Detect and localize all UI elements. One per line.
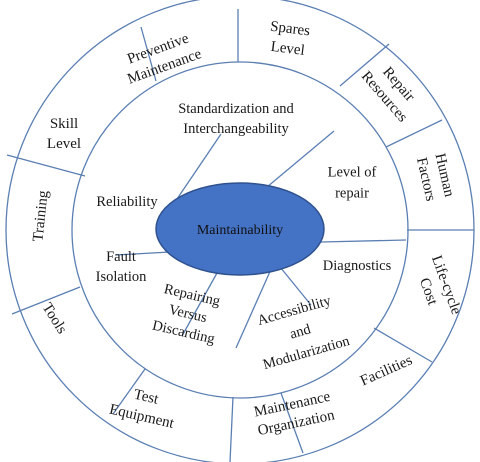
segment-label-line: Standardization and <box>178 101 294 117</box>
segment-label-line: Reliability <box>96 194 158 210</box>
segment-level-of-repair: Level of repair <box>328 165 377 202</box>
divider-line <box>176 133 222 200</box>
divider-line <box>339 43 390 87</box>
divider-line <box>112 368 146 415</box>
segment-label-line: and <box>288 321 313 342</box>
segment-label-line: Fault <box>106 249 136 265</box>
segment-label-line: Spares <box>269 19 311 40</box>
dividers <box>6 9 474 462</box>
divider-line <box>181 272 218 337</box>
segment-label-line: Level of <box>328 165 377 181</box>
divider-line <box>320 239 407 243</box>
segment-reliability: Reliability <box>96 194 158 210</box>
divider-line <box>373 327 433 363</box>
center-hub: Maintainability <box>155 182 325 276</box>
segment-label-line: Interchangeability <box>183 121 289 137</box>
segment-label-line: repair <box>335 186 369 202</box>
segment-label-line: Training <box>30 189 51 242</box>
segment-label-line: Diagnostics <box>323 258 392 274</box>
segment-label-line: Level <box>47 136 81 152</box>
divider-line <box>140 26 157 82</box>
divider-line <box>385 119 443 148</box>
segment-label-line: Isolation <box>96 269 147 285</box>
divider-line <box>266 130 335 188</box>
segment-label-line: Skill <box>50 116 78 132</box>
segment-diagnostics: Diagnostics <box>323 258 392 274</box>
divider-line <box>235 266 273 349</box>
divider-line <box>6 154 86 177</box>
center-label: Maintainability <box>197 223 283 238</box>
segment-label-line: Level <box>270 39 306 59</box>
divider-line <box>11 286 81 315</box>
divider-line <box>229 396 234 462</box>
segment-training: Training <box>30 189 51 242</box>
center-ellipse <box>155 182 325 276</box>
divider-line <box>280 392 304 454</box>
segment-label-line: Test <box>132 387 161 408</box>
divider-line <box>115 251 171 256</box>
